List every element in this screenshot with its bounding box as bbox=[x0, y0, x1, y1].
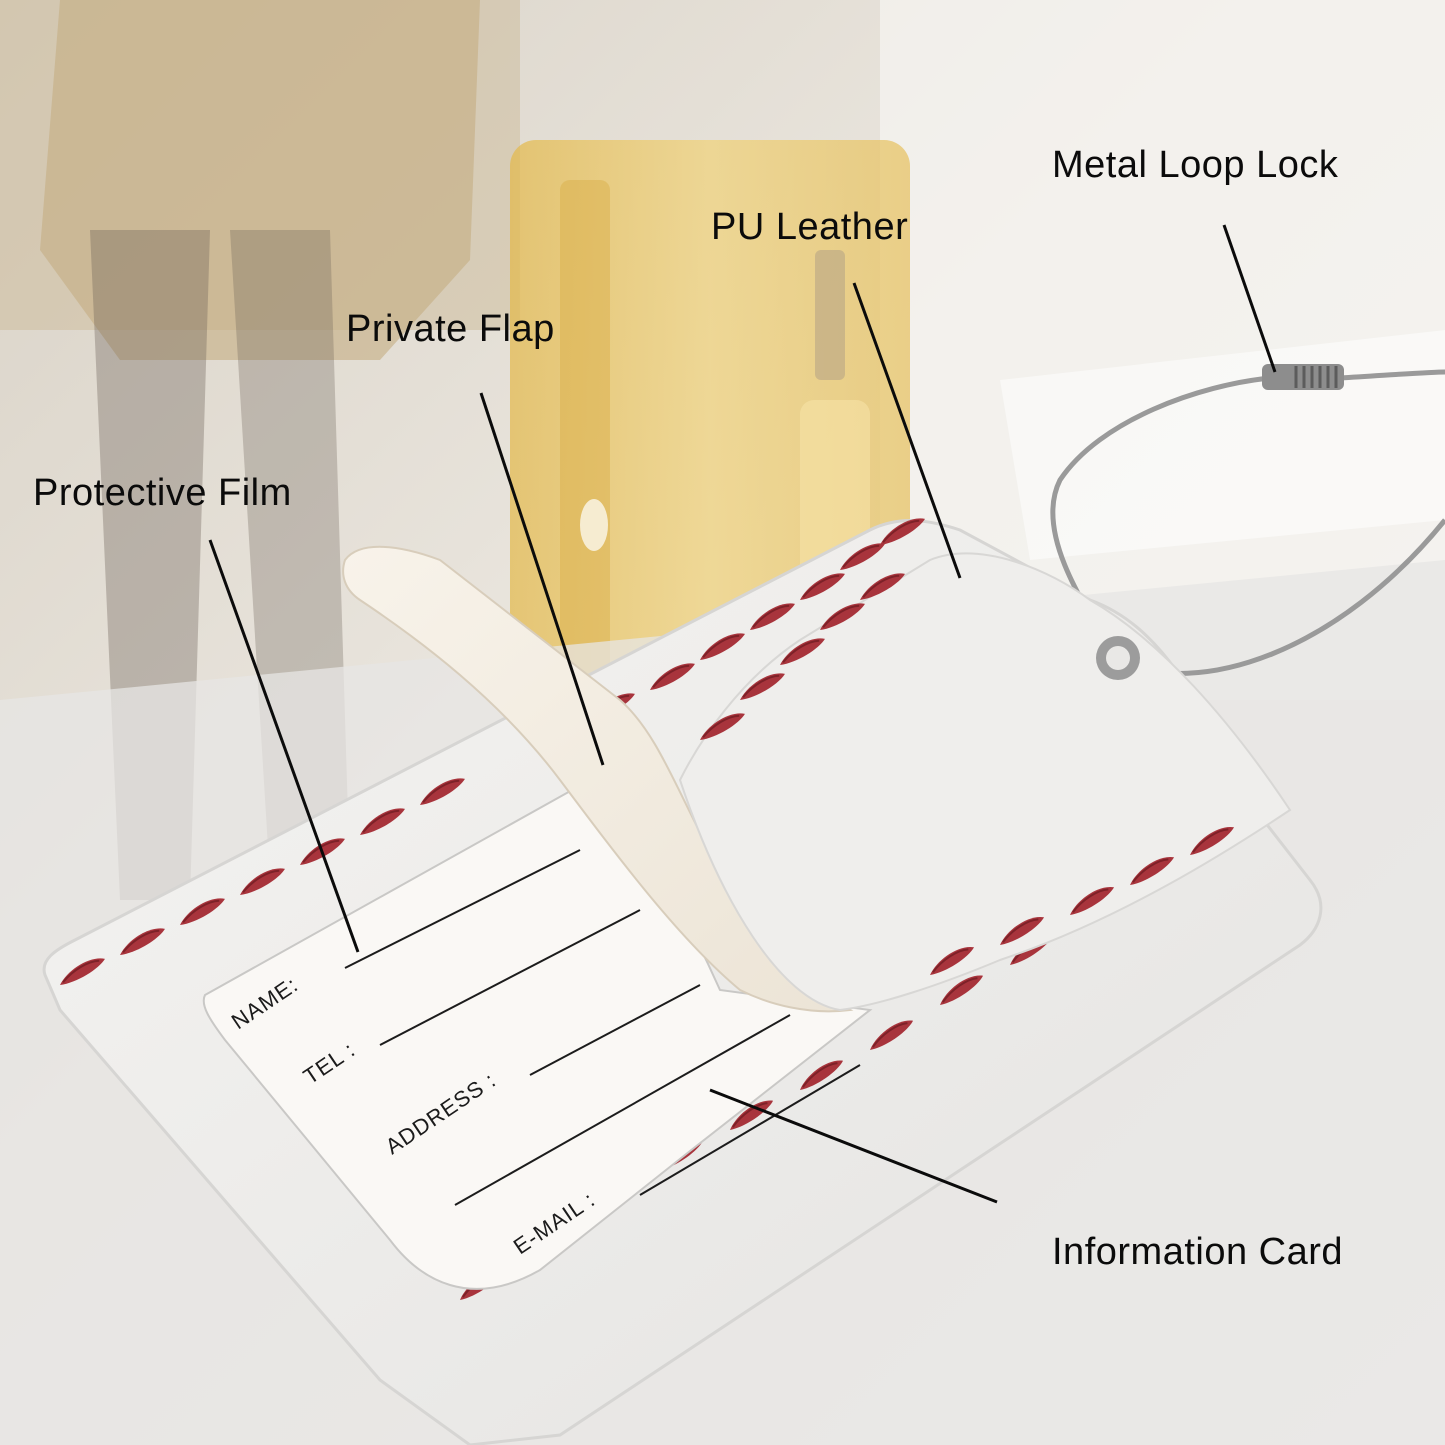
card-write-lines bbox=[344, 849, 861, 1206]
private-flap bbox=[342, 545, 854, 1013]
callout-pu-leather: PU Leather bbox=[711, 206, 909, 248]
callout-metal-loop-lock: Metal Loop Lock bbox=[1052, 144, 1339, 186]
callout-leader-lines bbox=[208, 224, 1277, 1204]
callout-protective-film: Protective Film bbox=[33, 472, 292, 514]
callout-information-card: Information Card bbox=[1052, 1231, 1344, 1273]
callout-private-flap: Private Flap bbox=[346, 308, 555, 350]
